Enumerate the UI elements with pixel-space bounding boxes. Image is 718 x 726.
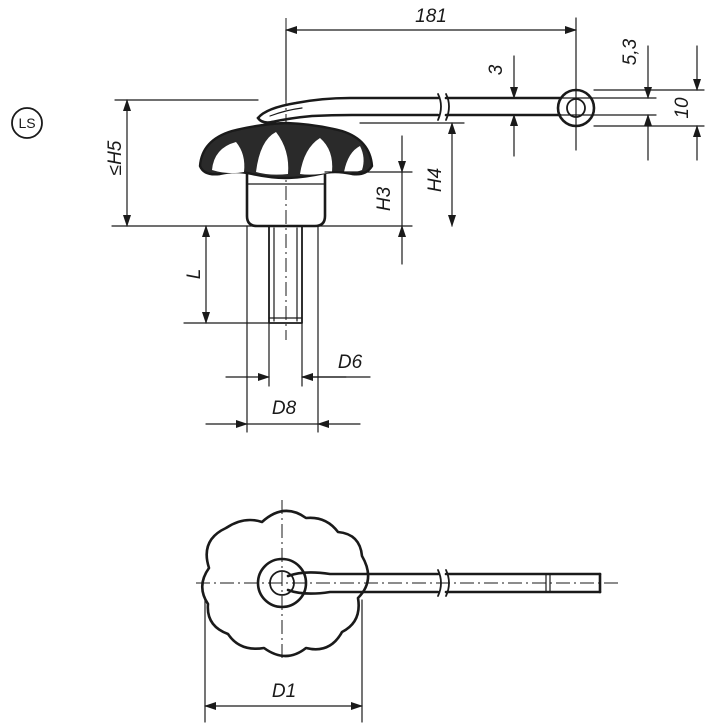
dim-d8-label: D8 bbox=[272, 398, 297, 419]
star-knob-head bbox=[198, 121, 374, 180]
lever-top bbox=[286, 569, 602, 597]
threaded-stud bbox=[268, 225, 303, 324]
dim-d6-label: D6 bbox=[338, 352, 363, 373]
side-view: 181 3 5,3 10 ≤H5 H4 H3 L D6 bbox=[105, 6, 705, 433]
top-view: D1 bbox=[196, 500, 620, 723]
dim-h4-label: H4 bbox=[425, 168, 446, 192]
dim-eye-height-label: 10 bbox=[672, 97, 693, 119]
dim-l-label: L bbox=[184, 269, 205, 280]
dim-eye-offset-label: 5,3 bbox=[620, 38, 641, 65]
badge-label: LS bbox=[18, 115, 35, 131]
dim-slot-label: 3 bbox=[486, 64, 507, 75]
dim-length-label: 181 bbox=[415, 6, 447, 27]
dim-h5-label: ≤H5 bbox=[105, 140, 126, 175]
dim-h3-label: H3 bbox=[374, 186, 395, 211]
ls-badge: LS bbox=[11, 107, 43, 139]
star-knob-outline bbox=[200, 509, 370, 658]
dim-d1-label: D1 bbox=[272, 681, 296, 702]
lever-arm bbox=[256, 88, 596, 128]
